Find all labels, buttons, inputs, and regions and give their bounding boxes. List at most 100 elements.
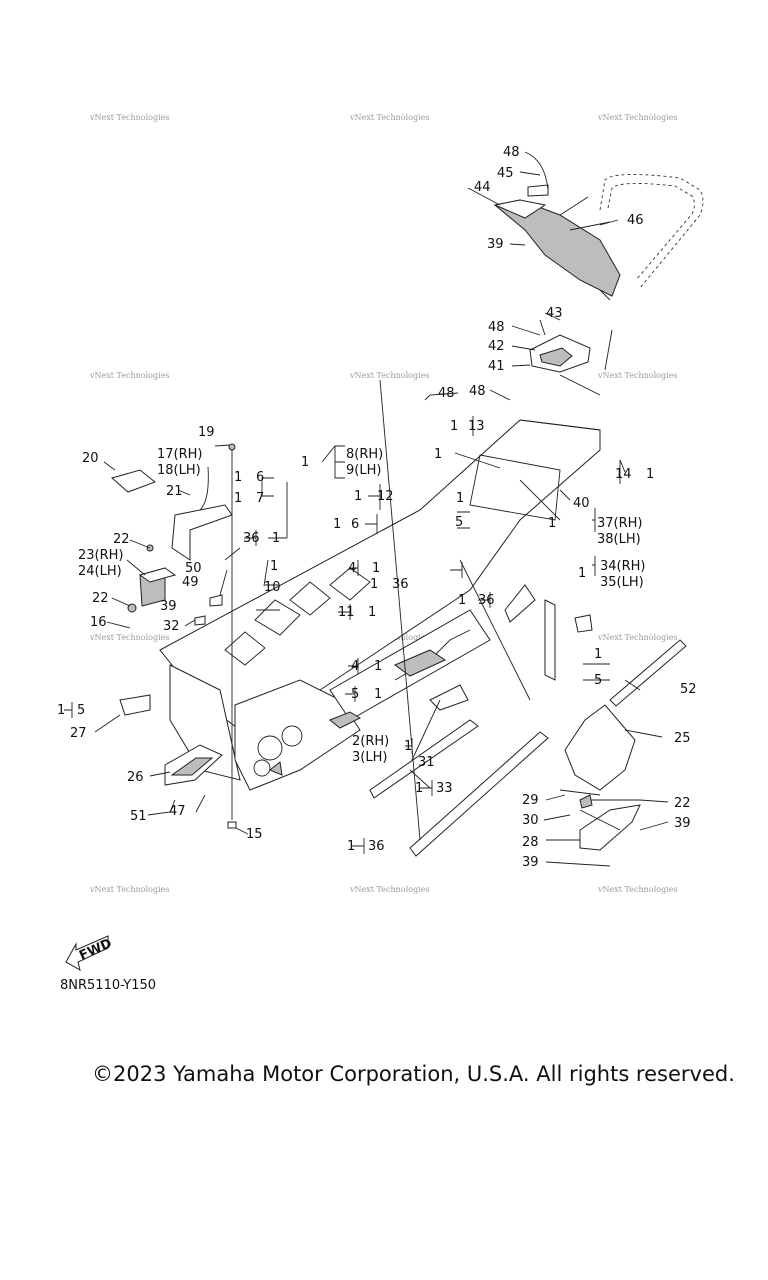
callout-37rh: 37(RH): [597, 516, 643, 531]
callout-1: 1: [458, 593, 466, 608]
callout-1: 1: [374, 687, 382, 702]
watermark: vNext Technologies: [349, 371, 429, 380]
callout-4: 4: [351, 659, 359, 674]
callout-32: 32: [163, 619, 180, 634]
callout-1: 1: [370, 577, 378, 592]
callout-22: 22: [92, 591, 109, 606]
callout-51: 51: [130, 809, 147, 824]
callout-40: 40: [573, 496, 590, 511]
drawing-code: 8NR5110-Y150: [60, 978, 157, 993]
callout-1: 1: [234, 470, 242, 485]
callout-11: 11: [338, 605, 355, 620]
callout-1: 1: [548, 516, 556, 531]
callout-4: 4: [348, 561, 356, 576]
callout-35lh: 35(LH): [600, 575, 644, 590]
callout-5: 5: [594, 673, 602, 688]
running-board: [559, 704, 641, 851]
copyright-notice: ©2023 Yamaha Motor Corporation, U.S.A. A…: [92, 1062, 735, 1086]
callout-39: 39: [487, 237, 504, 252]
callout-30: 30: [522, 813, 539, 828]
fwd-label: FWD: [77, 936, 114, 964]
callout-19: 19: [198, 425, 215, 440]
callout-1: 1: [372, 561, 380, 576]
callout-38lh: 38(LH): [597, 532, 641, 547]
callout-48: 48: [488, 320, 505, 335]
callout-6: 6: [351, 517, 359, 532]
callout-6: 6: [256, 470, 264, 485]
watermark: vNext Technologies: [597, 371, 677, 380]
callout-1: 1: [368, 605, 376, 620]
callout-17rh: 17(RH): [157, 447, 203, 462]
callout-34rh: 34(RH): [600, 559, 646, 574]
callout-12: 12: [377, 489, 394, 504]
callout-13: 13: [468, 419, 485, 434]
leader-lines: [64, 151, 669, 867]
callout-1: 1: [450, 419, 458, 434]
callout-7: 7: [256, 491, 264, 506]
callout-1: 1: [354, 489, 362, 504]
callout-39: 39: [674, 816, 691, 831]
callout-29: 29: [522, 793, 539, 808]
tunnel-frame: [159, 419, 601, 791]
callout-27: 27: [70, 726, 87, 741]
watermark: vNext Technologies: [349, 113, 429, 122]
callout-2rh: 2(RH): [352, 734, 389, 749]
rails: [369, 379, 687, 857]
callout-1: 1: [456, 491, 464, 506]
callout-42: 42: [488, 339, 505, 354]
callout-1: 1: [333, 517, 341, 532]
callout-41: 41: [488, 359, 505, 374]
callout-1: 1: [434, 447, 442, 462]
callout-39: 39: [522, 855, 539, 870]
callout-5: 5: [77, 703, 85, 718]
callout-1: 1: [404, 739, 412, 754]
callout-24lh: 24(LH): [78, 564, 122, 579]
callout-1: 1: [374, 659, 382, 674]
callout-18lh: 18(LH): [157, 463, 201, 478]
watermark: vNext Technologies: [597, 633, 677, 642]
left-side-parts: [110, 443, 237, 829]
watermark: vNext Technologies: [89, 633, 169, 642]
watermark: vNext Technologies: [349, 885, 429, 894]
callout-1: 1: [301, 455, 309, 470]
callout-1: 1: [272, 531, 280, 546]
callout-26: 26: [127, 770, 144, 785]
callout-22: 22: [113, 532, 130, 547]
callout-1: 1: [646, 467, 654, 482]
callout-1: 1: [57, 703, 65, 718]
callout-45: 45: [497, 166, 514, 181]
watermark: vNext Technologies: [597, 885, 677, 894]
callout-36: 36: [478, 593, 495, 608]
callout-48: 48: [503, 145, 520, 160]
callout-1: 1: [415, 781, 423, 796]
callout-5: 5: [351, 687, 359, 702]
watermark: vNext Technologies: [89, 113, 169, 122]
rear-bumper-assembly: [493, 173, 704, 297]
callout-25: 25: [674, 731, 691, 746]
callout-36: 36: [392, 577, 409, 592]
callout-44: 44: [474, 180, 491, 195]
watermark: vNext Technologies: [89, 371, 169, 380]
callout-16: 16: [90, 615, 107, 630]
callout-3lh: 3(LH): [352, 750, 387, 765]
callout-9lh: 9(LH): [346, 463, 381, 478]
callout-15: 15: [246, 827, 263, 842]
callout-20: 20: [82, 451, 99, 466]
callout-14: 14: [615, 467, 632, 482]
callout-1: 1: [578, 566, 586, 581]
callout-47: 47: [169, 804, 186, 819]
callout-8rh: 8(RH): [346, 447, 383, 462]
fwd-arrow-icon: FWD: [65, 935, 114, 972]
callout-5: 5: [455, 515, 463, 530]
callout-39: 39: [160, 599, 177, 614]
callout-43: 43: [546, 306, 563, 321]
callout-1: 1: [594, 647, 602, 662]
callout-33: 33: [436, 781, 453, 796]
callout-31: 31: [418, 755, 435, 770]
callout-21: 21: [166, 484, 183, 499]
callout-1: 1: [270, 559, 278, 574]
bracket-assembly: [529, 289, 613, 396]
callout-28: 28: [522, 835, 539, 850]
callout-48: 48: [438, 386, 455, 401]
